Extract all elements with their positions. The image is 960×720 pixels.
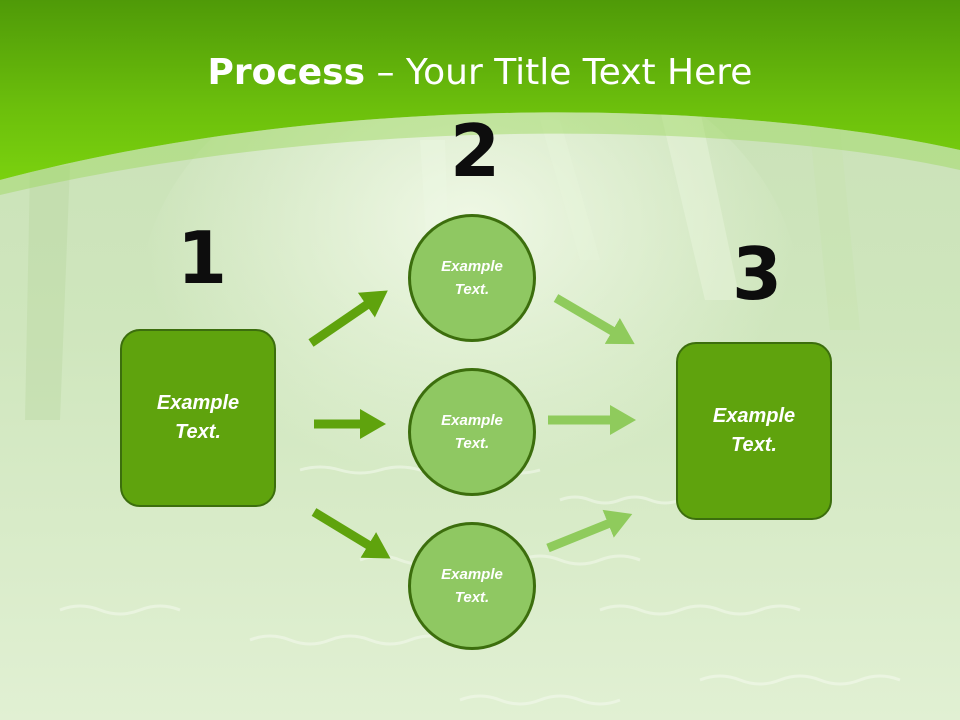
step-number-1: 1 — [177, 216, 228, 300]
arrow-circle-top-to-box3 — [553, 294, 635, 345]
header-curve-highlight — [0, 112, 960, 195]
step-1-box: Example Text. — [120, 329, 276, 507]
step-number-3: 3 — [732, 232, 783, 316]
step-3-box: Example Text. — [676, 342, 832, 520]
slide-title: Process – Your Title Text Here — [0, 52, 960, 93]
step-1-text: Example Text. — [156, 392, 240, 443]
circle-middle-text: Example Text. — [441, 412, 503, 452]
arrow-circle-bottom-to-box3 — [546, 509, 633, 553]
circle-bottom-text: Example Text. — [441, 566, 503, 606]
step-2-circle-bottom: Example Text. — [408, 522, 536, 650]
arrow-box1-to-circle-top — [308, 290, 388, 347]
step-number-2: 2 — [450, 109, 501, 193]
step-2-circle-middle: Example Text. — [408, 368, 536, 496]
title-bold: Process — [207, 52, 366, 93]
step-3-text: Example Text. — [712, 405, 796, 456]
title-rest: – Your Title Text Here — [365, 52, 753, 93]
header-band — [0, 0, 960, 180]
arrow-box1-to-circle-bottom — [311, 508, 391, 559]
step-2-circle-top: Example Text. — [408, 214, 536, 342]
circle-top-text: Example Text. — [441, 258, 503, 298]
